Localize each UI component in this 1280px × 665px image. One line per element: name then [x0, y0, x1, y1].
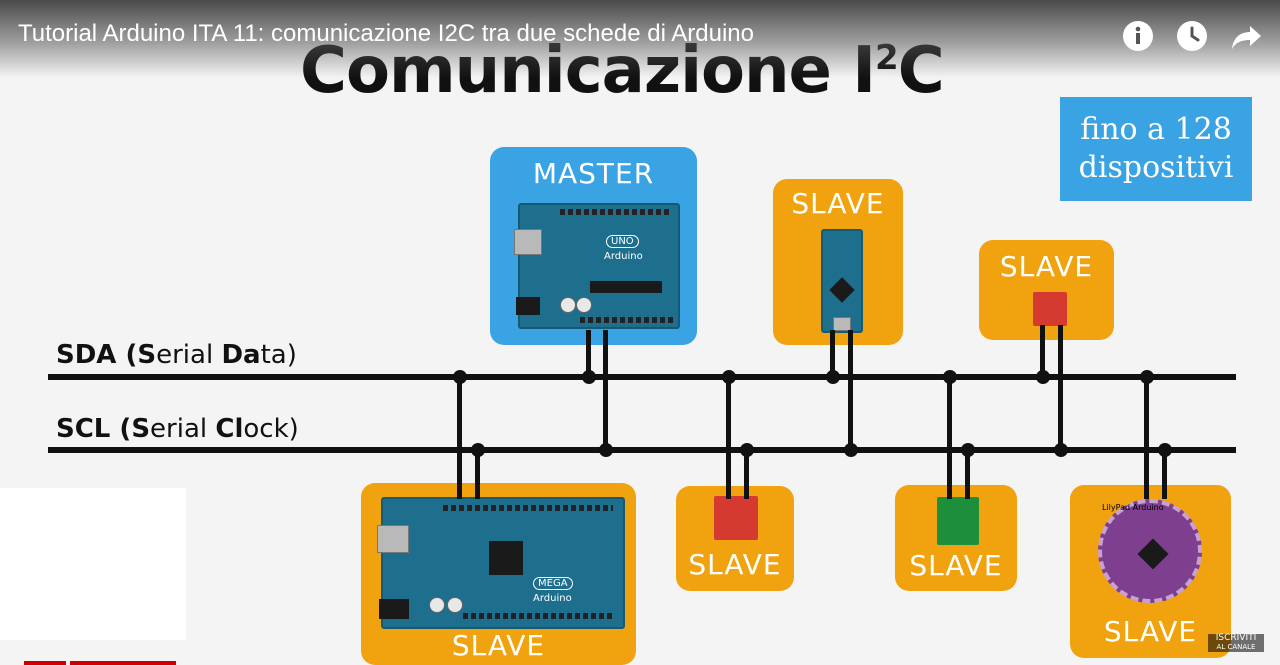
slave-label: SLAVE	[791, 187, 885, 220]
junction-dot	[453, 370, 467, 384]
video-title[interactable]: Tutorial Arduino ITA 11: comunicazione I…	[18, 20, 754, 47]
slave-label: SLAVE	[688, 548, 782, 581]
arduino-nano-board	[821, 229, 863, 333]
junction-dot	[722, 370, 736, 384]
blank-overlay-panel	[0, 488, 186, 640]
sensor1-scl-wire	[1058, 325, 1063, 452]
share-icon[interactable]	[1229, 19, 1263, 53]
arduino-mega-board: MEGA Arduino	[377, 497, 625, 629]
clock-icon[interactable]	[1175, 19, 1209, 53]
device-count-line2: dispositivi	[1078, 150, 1234, 185]
junction-dot	[961, 443, 975, 457]
lilypad-board: LilyPad Arduino	[1098, 499, 1202, 603]
junction-dot	[1036, 370, 1050, 384]
arduino-uno-board: UNO Arduino	[514, 203, 680, 329]
master-card: MASTER UNO Arduino	[490, 147, 697, 345]
mega-scl-wire	[475, 450, 480, 499]
slave-label: SLAVE	[1103, 615, 1198, 648]
slave-card-nano: SLAVE	[773, 179, 903, 345]
mega-sda-wire	[457, 377, 462, 499]
master-scl-wire	[603, 330, 608, 452]
slave-label: SLAVE	[909, 549, 1003, 582]
scl-label: SCL (Serial Clock)	[56, 414, 299, 444]
junction-dot	[582, 370, 596, 384]
junction-dot	[1140, 370, 1154, 384]
lilypad-sda-wire	[1144, 377, 1149, 499]
sensor3-sda-wire	[947, 377, 952, 499]
info-icon[interactable]	[1121, 19, 1155, 53]
slave-card-sensor-2: SLAVE	[676, 486, 794, 591]
slave-label: SLAVE	[999, 250, 1094, 283]
sensor3-scl-wire	[965, 450, 970, 499]
slave-card-sensor-1: SLAVE	[979, 240, 1114, 340]
slave-card-mega: MEGA Arduino SLAVE	[361, 483, 636, 665]
junction-dot	[599, 443, 613, 457]
lilypad-scl-wire	[1162, 450, 1167, 499]
sensor2-sda-wire	[726, 377, 731, 499]
video-top-bar	[0, 0, 1280, 78]
sensor2-scl-wire	[744, 450, 749, 499]
nano-scl-wire	[848, 330, 853, 452]
device-count-box: fino a 128 dispositivi	[1060, 97, 1252, 201]
sensor-board	[1033, 292, 1067, 326]
slave-label: SLAVE	[451, 629, 546, 662]
master-label: MASTER	[532, 157, 655, 190]
nano-sda-wire	[830, 330, 835, 380]
junction-dot	[943, 370, 957, 384]
slave-card-lilypad: LilyPad Arduino SLAVE	[1070, 485, 1231, 658]
progress-bar-segment[interactable]	[70, 661, 176, 665]
progress-bar-segment[interactable]	[24, 661, 66, 665]
device-count-line1: fino a 128	[1080, 112, 1232, 147]
junction-dot	[471, 443, 485, 457]
sensor-board	[714, 496, 758, 540]
master-sda-wire	[586, 330, 591, 380]
junction-dot	[740, 443, 754, 457]
junction-dot	[844, 443, 858, 457]
junction-dot	[1054, 443, 1068, 457]
slave-card-sensor-3: SLAVE	[895, 485, 1017, 591]
sda-label: SDA (Serial Data)	[56, 340, 297, 370]
sensor-board	[937, 497, 979, 545]
junction-dot	[1158, 443, 1172, 457]
sda-bus-line	[48, 374, 1236, 380]
junction-dot	[826, 370, 840, 384]
sensor1-sda-wire	[1040, 325, 1045, 380]
scl-bus-line	[48, 447, 1236, 453]
subscribe-badge[interactable]: ISCRIVITI AL CANALE	[1208, 634, 1264, 652]
